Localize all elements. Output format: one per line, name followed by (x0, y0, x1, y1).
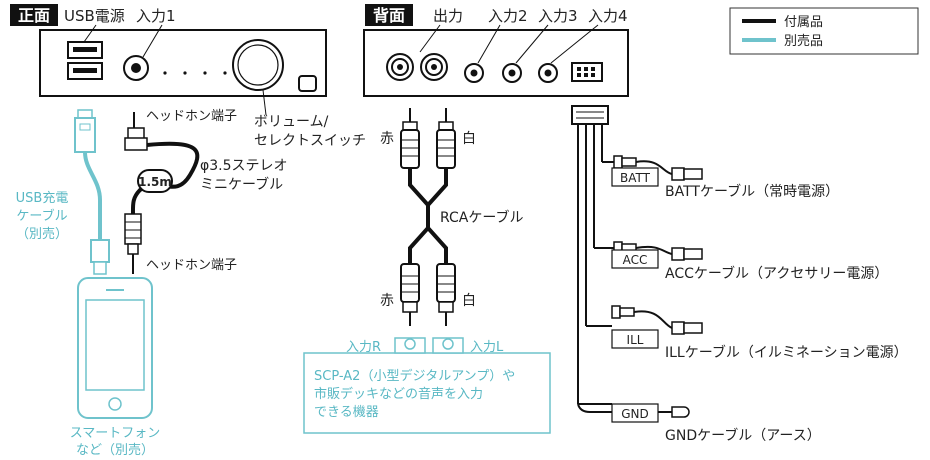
device-label-line2: 市販デッキなどの音声を入力 (314, 386, 483, 402)
volume-label-line1: ボリューム/ (254, 114, 329, 130)
input4-label: 入力4 (588, 7, 628, 25)
legend-sold-separately: 別売品 (784, 33, 823, 49)
output-label: 出力 (433, 7, 463, 25)
usb-cable-label-line1: USB充電 (16, 190, 69, 206)
gnd-tag: GND (621, 407, 649, 421)
cable-label-line2: ミニケーブル (200, 176, 283, 193)
wiring-harness: BATT BATTケーブル（常時電源） ACC ACCケーブル（アクセサリー電源… (571, 105, 908, 444)
back-badge-bg (365, 4, 413, 26)
acc-tag: ACC (623, 253, 648, 267)
phone-label-line1: スマートフォン (70, 426, 161, 441)
front-panel: 正面 USB電源 入力1 ヘッドホン端子 ボリューム/ セレクトスイッチ (10, 4, 366, 149)
batt-tag-box (611, 167, 659, 187)
cable-length: 1.5m (138, 175, 172, 189)
ill-cable-label: ILLケーブル（イルミネーション電源） (665, 344, 908, 361)
input-l-label: 入力L (470, 340, 504, 355)
headphone-top-label: ヘッドホン端子 (146, 109, 237, 124)
batt-cable-label: BATTケーブル（常時電源） (665, 183, 839, 200)
input-r-label: 入力R (346, 340, 381, 355)
legend-included: 付属品 (784, 15, 823, 30)
device-jack-l (432, 337, 464, 354)
acc-tag-box (611, 249, 659, 269)
device-label-line1: SCP-A2（小型デジタルアンプ）や (314, 368, 515, 384)
ill-tag: ILL (627, 333, 644, 347)
phone-label-line2: など（別売） (76, 442, 154, 458)
input4-connector (571, 62, 603, 82)
device-jack-r (394, 337, 426, 354)
smartphone: スマートフォン など（別売） (70, 277, 161, 458)
back-badge: 背面 (373, 6, 405, 25)
usb-power-label: USB電源 (64, 7, 125, 25)
external-device: 入力R 入力L SCP-A2（小型デジタルアンプ）や 市販デッキなどの音声を入力… (303, 337, 551, 434)
rca-white-bottom: 白 (462, 293, 476, 309)
usb-cable-label-line3: （別売） (16, 226, 68, 242)
stereo-mini-cable: 1.5m φ3.5ステレオ ミニケーブル ヘッドホン端子 (124, 112, 288, 274)
rca-red-bottom: 赤 (380, 293, 394, 309)
usb-charge-cable: USB充電 ケーブル （別売） (16, 109, 110, 275)
back-panel: 背面 出力 入力2 入力3 入力4 (363, 4, 629, 97)
rca-cable: 赤 白 RCAケーブル 赤 白 (380, 108, 524, 326)
harness-connector (571, 105, 609, 125)
input1-label: 入力1 (136, 7, 176, 25)
legend: 付属品 別売品 (729, 7, 919, 55)
usb-cable-label-line2: ケーブル (16, 208, 67, 224)
rca-cable-label: RCAケーブル (440, 209, 524, 226)
ill-tag-box (611, 329, 659, 349)
rca-white-top: 白 (462, 131, 476, 147)
ground-terminal-icon (671, 406, 690, 418)
headphone-bottom-label: ヘッドホン端子 (146, 258, 237, 273)
headphone-jack (298, 75, 317, 92)
volume-knob (232, 39, 284, 91)
device-label-line3: できる機器 (314, 405, 379, 420)
volume-label-line2: セレクトスイッチ (254, 133, 366, 149)
front-badge: 正面 (18, 6, 50, 25)
input3-label: 入力3 (538, 7, 578, 25)
batt-tag: BATT (620, 171, 651, 185)
front-badge-bg (10, 4, 58, 26)
acc-cable-label: ACCケーブル（アクセサリー電源） (665, 265, 888, 282)
cable-length-badge (137, 169, 173, 193)
gnd-cable-label: GNDケーブル（アース） (665, 427, 821, 444)
cable-label-line1: φ3.5ステレオ (200, 158, 288, 174)
input2-label: 入力2 (488, 7, 528, 25)
rca-red-top: 赤 (380, 131, 394, 147)
